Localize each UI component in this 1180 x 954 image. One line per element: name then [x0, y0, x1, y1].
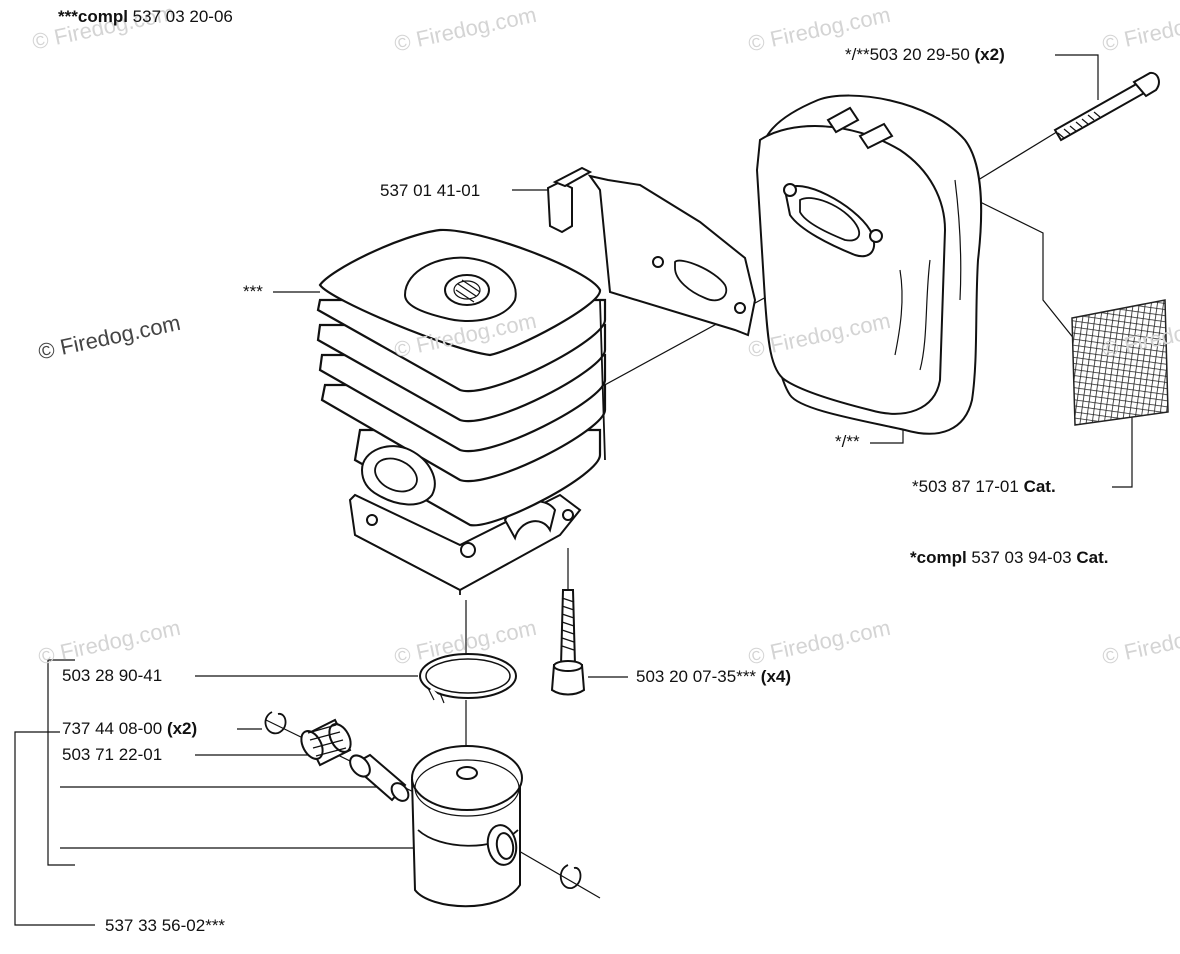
needle-bearing-icon	[300, 718, 352, 767]
part-suffix: Cat.	[1023, 477, 1056, 496]
part-label-muffler-bolt: */**503 20 29-50 (x2)	[845, 45, 1005, 65]
part-number: 503 71 22-01	[62, 745, 163, 764]
part-label-prefix: */**	[845, 45, 870, 64]
part-label-cylinder: ***	[243, 282, 263, 302]
screw-icon	[550, 589, 586, 696]
part-label-bracket: 537 01 41-01	[380, 181, 480, 201]
bracket-gasket-icon	[546, 166, 757, 337]
part-number: 737 44 08-00	[62, 719, 163, 738]
assembly-title-number: 537 03 20-06	[132, 7, 233, 26]
part-label-muffler: */**	[835, 432, 860, 452]
part-label-bold: compl	[916, 548, 967, 567]
part-label-prefix: *	[912, 477, 919, 496]
part-qty: (x2)	[974, 45, 1005, 64]
cylinder-icon	[316, 228, 607, 595]
muffler-icon	[755, 94, 983, 435]
part-number: 537 03 94-03	[971, 548, 1072, 567]
part-qty: (x2)	[166, 719, 198, 738]
part-suffix: Cat.	[1076, 548, 1109, 567]
part-number: 537 33 56-02***	[105, 916, 226, 935]
assembly-title: ***compl 537 03 20-06	[58, 7, 233, 27]
part-label-prefix: *	[910, 548, 917, 567]
part-label-needle-bearing: 503 71 22-01	[62, 745, 162, 765]
part-label-muffler-compl: *compl 537 03 94-03 Cat.	[910, 548, 1108, 568]
part-label-piston-ring: 503 28 90-41	[62, 666, 162, 686]
bolt-icon	[1053, 71, 1160, 142]
spark-screen-icon	[1071, 299, 1169, 426]
leader-lines	[14, 54, 1133, 926]
piston-icon	[410, 745, 523, 908]
part-number: ***	[243, 282, 263, 301]
part-qty: (x4)	[760, 667, 792, 686]
part-label-cylinder-screw: 503 20 07-35*** (x4)	[636, 667, 791, 687]
part-number: 503 28 90-41	[62, 666, 163, 685]
assembly-title-prefix: ***	[58, 7, 78, 26]
part-number: 503 20 29-50	[869, 45, 970, 64]
part-number: 503 20 07-35***	[636, 667, 757, 686]
part-label-piston-kit: 537 33 56-02***	[105, 916, 225, 936]
piston-pin-icon	[349, 753, 410, 802]
part-label-spark-screen: *503 87 17-01 Cat.	[912, 477, 1056, 497]
assembly-title-bold: compl	[77, 7, 128, 26]
piston-ring-icon	[419, 653, 517, 704]
circlip-icon	[264, 711, 582, 889]
part-number: */**	[835, 432, 860, 451]
part-number: 537 01 41-01	[380, 181, 481, 200]
part-label-circlip: 737 44 08-00 (x2)	[62, 719, 197, 739]
part-number: 503 87 17-01	[918, 477, 1019, 496]
